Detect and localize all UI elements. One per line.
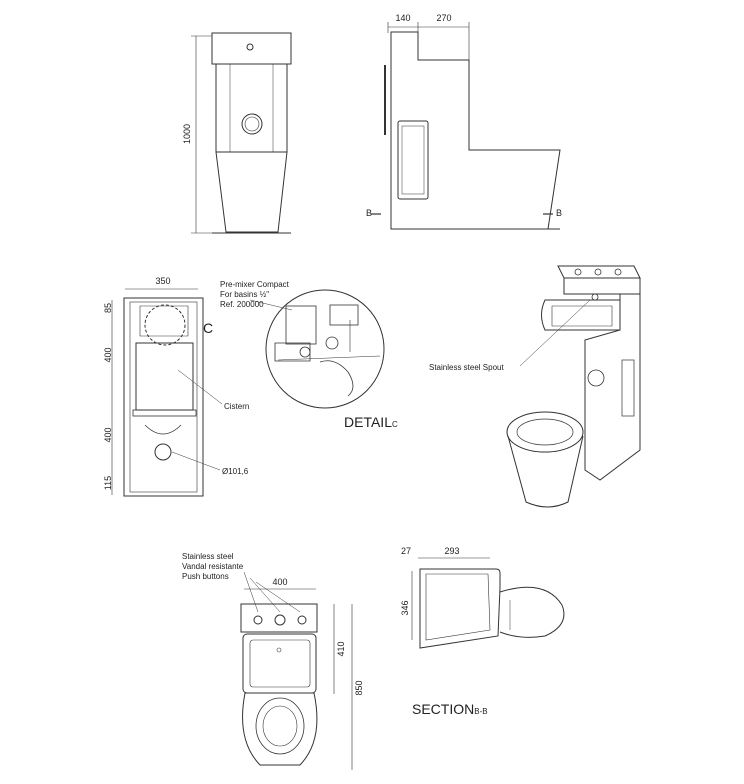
top-view — [240, 571, 353, 770]
premixer-line-1: Pre-mixer Compact — [220, 280, 290, 289]
iso-cistern-top — [557, 265, 641, 279]
front-body — [215, 63, 288, 153]
top-basin — [242, 633, 317, 694]
detail-title: DETAILC — [344, 414, 398, 430]
plan-view — [111, 288, 223, 497]
plan-width-dim: 350 — [155, 276, 170, 286]
section-mark-right: B — [556, 208, 562, 218]
side-view — [371, 22, 561, 230]
plan-cistern — [135, 342, 194, 411]
section-profile — [419, 568, 501, 649]
iso-spout — [591, 293, 599, 301]
spout-label: Stainless steel Spout — [429, 363, 504, 372]
premixer-line-2: For basins ½" — [220, 290, 269, 299]
plan-dim-85: 85 — [103, 303, 113, 313]
front-cistern-top — [211, 32, 292, 65]
section-view — [411, 557, 565, 649]
isometric-view — [506, 265, 641, 508]
diameter-label: Ø101,6 — [222, 467, 249, 476]
plan-dim-400-upper: 400 — [103, 347, 113, 362]
front-push-button — [246, 43, 254, 51]
top-width-dim: 400 — [272, 577, 287, 587]
front-height-dim: 1000 — [182, 124, 192, 144]
section-dim-27: 27 — [401, 546, 411, 556]
side-dim-270: 270 — [436, 13, 451, 23]
button-line-1: Stainless steel — [182, 552, 234, 561]
plan-dim-115: 115 — [103, 476, 113, 490]
push-button-left — [253, 615, 263, 625]
top-cistern — [240, 603, 318, 633]
front-access-hatch — [241, 113, 263, 135]
section-bowl — [499, 586, 565, 638]
plan-valve-block — [139, 305, 189, 337]
side-dim-140: 140 — [395, 13, 410, 23]
top-dim-850: 850 — [354, 680, 364, 695]
detail-c-view — [249, 289, 385, 409]
push-button-right — [297, 615, 307, 625]
iso-bowl — [507, 435, 584, 508]
section-title: SECTIONB-B — [412, 701, 488, 717]
detail-circle — [265, 289, 385, 409]
side-access-panel — [397, 120, 429, 200]
button-line-3: Push buttons — [182, 572, 229, 581]
plan-outlet — [154, 443, 172, 461]
button-line-2: Vandal resistante — [182, 562, 244, 571]
cistern-label: Cistern — [224, 402, 249, 411]
premixer-line-3: Ref. 200000 — [220, 300, 264, 309]
push-button-center — [274, 614, 286, 626]
detail-marker: C — [203, 320, 213, 336]
top-dim-410: 410 — [336, 641, 346, 656]
plan-outer-frame — [123, 297, 204, 497]
front-view — [191, 32, 292, 234]
iso-basin — [541, 299, 621, 331]
front-bowl — [215, 151, 288, 233]
top-bowl — [242, 692, 318, 766]
section-dim-346: 346 — [400, 600, 410, 615]
section-mark-left: B — [366, 208, 372, 218]
iso-body — [584, 293, 641, 481]
plan-dim-400-lower: 400 — [103, 427, 113, 442]
iso-bowl-rim — [506, 411, 584, 453]
section-dim-293: 293 — [444, 546, 459, 556]
